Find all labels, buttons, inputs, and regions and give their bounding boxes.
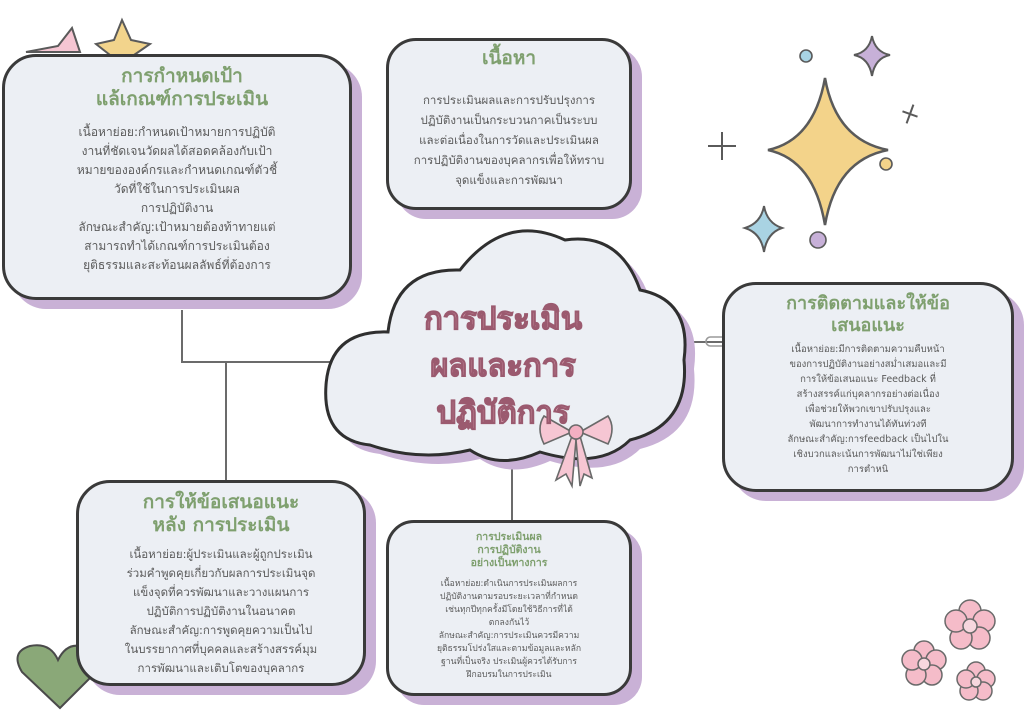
content-text: การประเมินผลและการปรับปรุงการ ปฏิบัติงาน… — [413, 92, 605, 187]
pink-bow-icon — [539, 414, 613, 489]
pink-bow-corner-icon — [25, 25, 82, 53]
yellow-dot-icon — [879, 157, 893, 171]
big-yellow-sparkle-icon — [767, 77, 889, 226]
blue-dot-icon — [799, 49, 813, 63]
goal-setting-text: เนื้อหาย่อย:กำหนดเป้าหมายการปฏิบัติ งานท… — [76, 124, 278, 272]
connector-goal — [181, 310, 345, 363]
feedback-text: เนื้อหาย่อย:ผู้ประเมินและผู้ถูกประเมิน ร… — [124, 546, 318, 675]
formal-evaluation-box: การประเมินผล การปฏิบัติงาน อย่างเป็นทางก… — [386, 520, 632, 696]
goal-setting-box: การกำหนดเป้า แล้เกณฑ์การประเมิน เนื้อหาย… — [2, 54, 352, 300]
formal-evaluation-text: เนื้อหาย่อย:ดำเนินการประเมินผลการ ปฏิบัต… — [436, 579, 582, 680]
cross-sparkle-icon — [708, 132, 736, 160]
monitoring-title: การติดตามและให้ข้อ เสนอแนะ — [786, 293, 950, 336]
monitoring-text: เนื้อหาย่อย:มีการติดตามความคืบหน้า ของกา… — [787, 344, 949, 476]
pink-flower-icon — [956, 661, 996, 701]
flower-icons — [901, 599, 996, 701]
content-title: เนื้อหา — [481, 47, 537, 69]
dot-decorations — [799, 49, 893, 249]
pink-flower-icon — [901, 640, 947, 686]
purple-dot-icon — [809, 231, 827, 249]
goal-setting-title: การกำหนดเป้า แล้เกณฑ์การประเมิน — [95, 65, 269, 110]
cross-sparkles — [708, 104, 918, 160]
purple-sparkle-icon — [853, 35, 891, 77]
blue-sparkle-icon — [741, 205, 786, 253]
center-cloud — [324, 229, 696, 470]
monitoring-box: การติดตามและให้ข้อ เสนอแนะ เนื้อหาย่อย:ม… — [722, 282, 1014, 492]
content-box: เนื้อหา การประเมินผลและการปรับปรุงการ ปฏ… — [386, 38, 632, 210]
formal-evaluation-title: การประเมินผล การปฏิบัติงาน อย่างเป็นทางก… — [470, 531, 548, 569]
feedback-title: การให้ข้อเสนอแนะ หลัง การประเมิน — [142, 491, 300, 536]
feedback-box: การให้ข้อเสนอแนะ หลัง การประเมิน เนื้อหา… — [76, 480, 366, 686]
center-title: การประเมิน ผลและการ ปฏิบัติการ — [423, 300, 583, 431]
pink-flower-icon — [944, 599, 996, 650]
cross-sparkle-icon — [902, 104, 918, 124]
